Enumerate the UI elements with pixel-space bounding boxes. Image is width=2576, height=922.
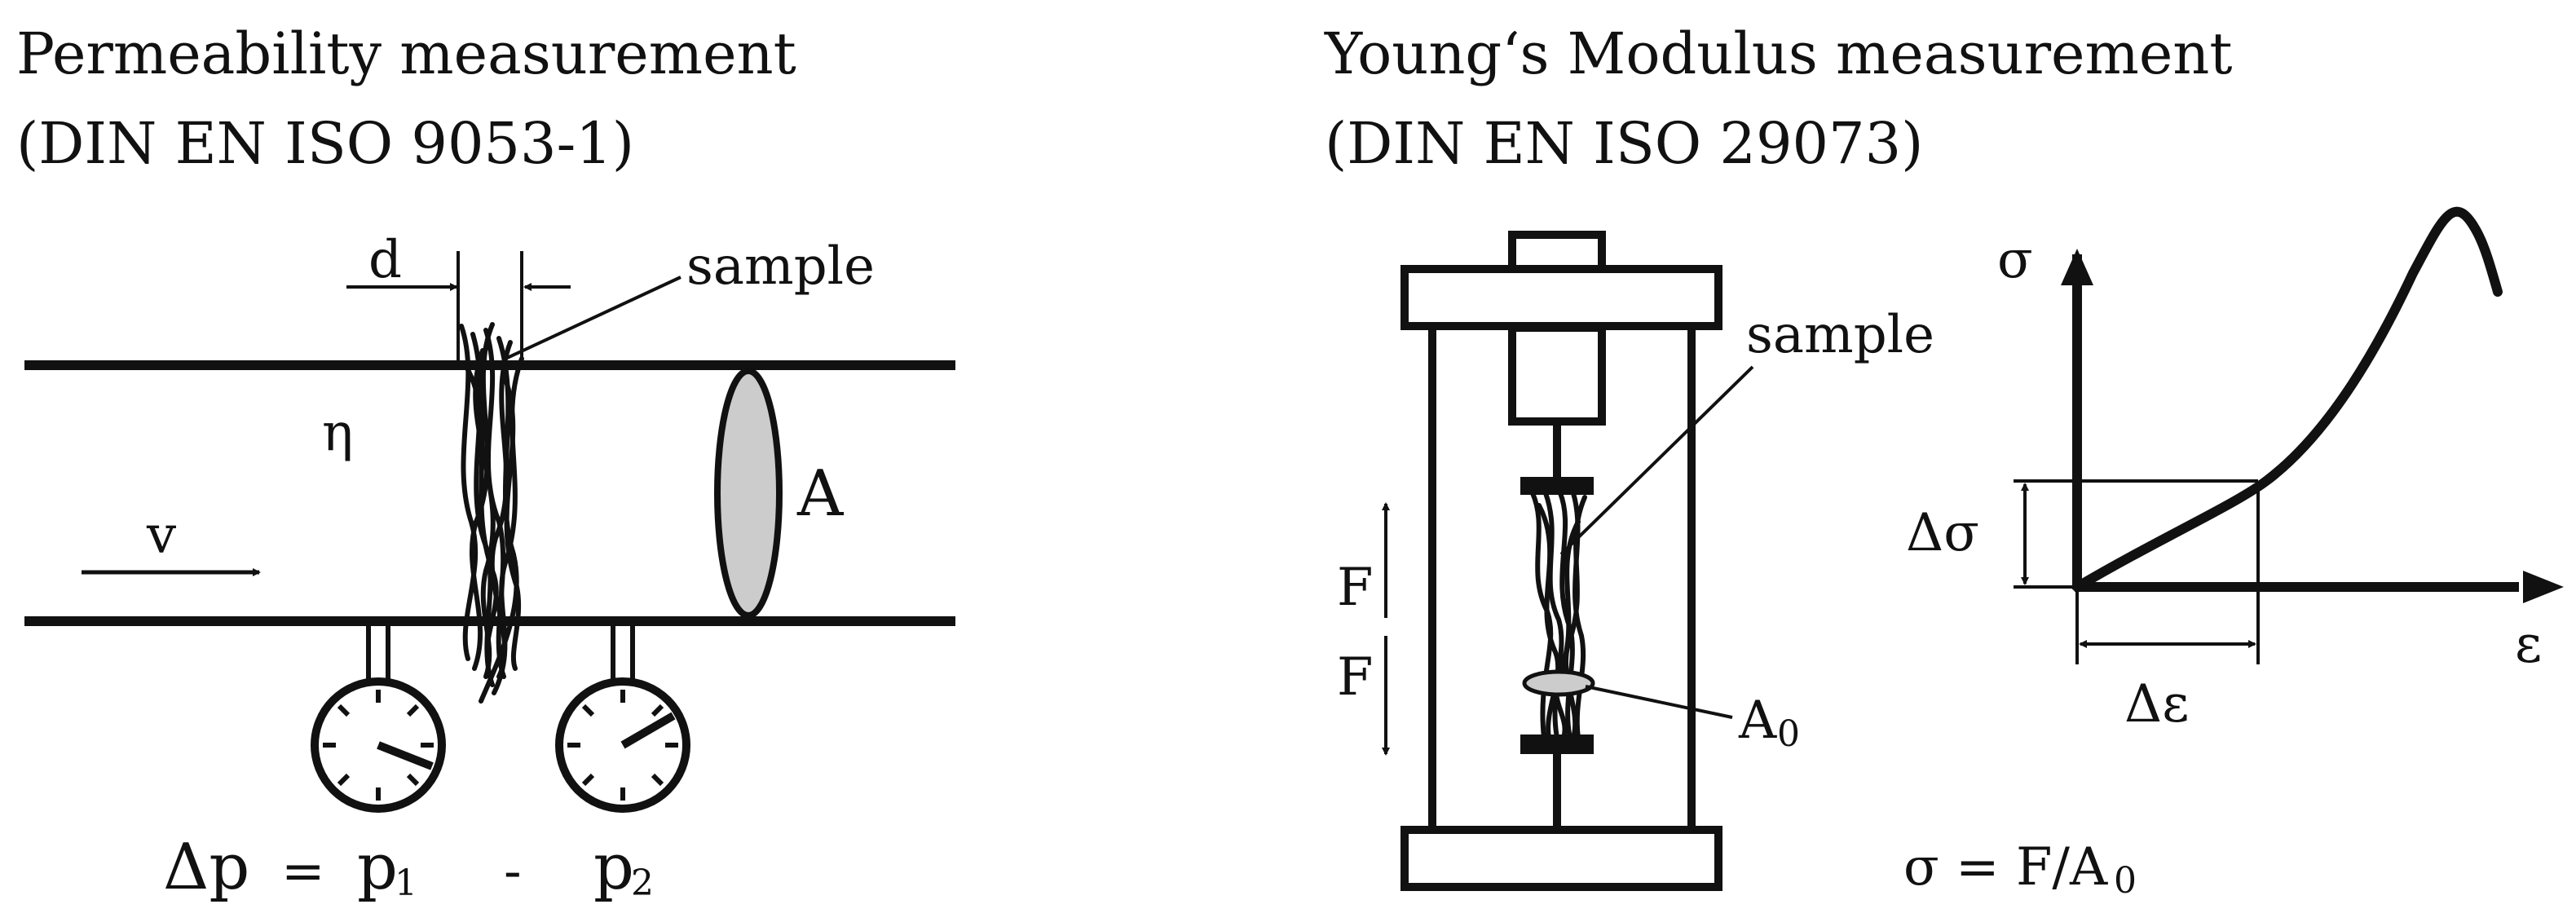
permeability-title-line2: (DIN EN ISO 9053-1) bbox=[16, 110, 634, 177]
youngs-modulus-panel: Young‘s Modulus measurement (DIN EN ISO … bbox=[1324, 20, 2564, 902]
label-force-down: F bbox=[1337, 647, 1373, 708]
youngs-title-line1: Young‘s Modulus measurement bbox=[1324, 20, 2232, 87]
stress-strain-curve bbox=[2072, 206, 2503, 592]
label-area-A: A bbox=[796, 457, 845, 531]
label-velocity-v: v bbox=[146, 505, 176, 566]
stress-formula-subscript: 0 bbox=[2114, 860, 2137, 902]
formula-p2-subscript: 2 bbox=[631, 862, 654, 904]
label-A0-subscript: 0 bbox=[1777, 713, 1800, 755]
permeability-panel: Permeability measurement (DIN EN ISO 905… bbox=[16, 20, 955, 904]
label-thickness-d: d bbox=[368, 230, 402, 290]
pressure-drop-formula: Δp = p 1 - p 2 bbox=[163, 831, 654, 904]
formula-minus: - bbox=[504, 841, 522, 902]
A0-leader-line bbox=[1585, 685, 1733, 719]
label-force-up: F bbox=[1337, 558, 1373, 618]
label-sample-right: sample bbox=[1746, 305, 1934, 365]
formula-p1: p bbox=[357, 831, 398, 904]
label-sigma-axis: σ bbox=[1997, 230, 2033, 290]
formula-p1-subscript: 1 bbox=[395, 862, 417, 904]
stress-formula: σ = F/A bbox=[1903, 837, 2108, 898]
initial-cross-section-A0 bbox=[1522, 669, 1595, 697]
cross-section-area bbox=[714, 368, 783, 619]
formula-delta-p: Δp bbox=[163, 831, 249, 904]
label-epsilon-axis: ε bbox=[2515, 615, 2542, 675]
youngs-title-line2: (DIN EN ISO 29073) bbox=[1325, 110, 1923, 177]
formula-equals: = bbox=[281, 841, 325, 902]
stress-strain-graph: σ ε Δσ Δε bbox=[1906, 206, 2564, 735]
tensile-test-frame bbox=[1400, 231, 1722, 891]
pressure-gauge-1 bbox=[311, 624, 446, 813]
tensile-fibre-sample bbox=[1530, 491, 1587, 740]
label-delta-sigma: Δσ bbox=[1906, 503, 1979, 563]
pressure-gauge-2 bbox=[555, 624, 690, 813]
label-delta-epsilon: Δε bbox=[2124, 674, 2189, 735]
permeability-title-line1: Permeability measurement bbox=[16, 20, 796, 87]
tensile-sample-leader-line bbox=[1559, 365, 1754, 556]
label-A0: A bbox=[1738, 690, 1777, 751]
label-viscosity-eta: η bbox=[322, 403, 353, 463]
sample-leader-line bbox=[505, 276, 681, 360]
formula-p2: p bbox=[593, 831, 634, 904]
label-sample-left: sample bbox=[686, 236, 875, 297]
fibre-sample bbox=[459, 322, 524, 704]
